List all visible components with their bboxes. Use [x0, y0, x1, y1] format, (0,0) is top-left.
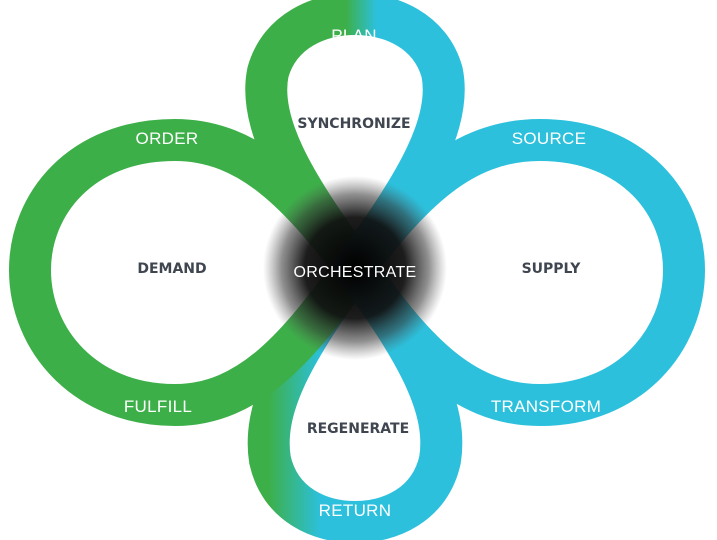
- orchestrate-label: ORCHESTRATE: [293, 264, 416, 281]
- supply-label: SUPPLY: [522, 261, 582, 277]
- plan-label: PLAN: [331, 26, 377, 45]
- return-label: RETURN: [319, 501, 392, 520]
- order-label: ORDER: [136, 129, 199, 148]
- source-label: SOURCE: [512, 129, 587, 148]
- demand-label: DEMAND: [137, 261, 206, 277]
- fulfill-label: FULFILL: [124, 397, 192, 416]
- synchronize-label: SYNCHRONIZE: [297, 116, 410, 132]
- demand-loop: [9, 119, 376, 426]
- orchestrate-hub: [263, 176, 447, 360]
- return-loop: [247, 246, 463, 540]
- transform-label: TRANSFORM: [491, 397, 601, 416]
- regenerate-label: REGENERATE: [307, 421, 409, 437]
- supply-loop: [334, 119, 705, 426]
- plan-loop: [245, 0, 465, 288]
